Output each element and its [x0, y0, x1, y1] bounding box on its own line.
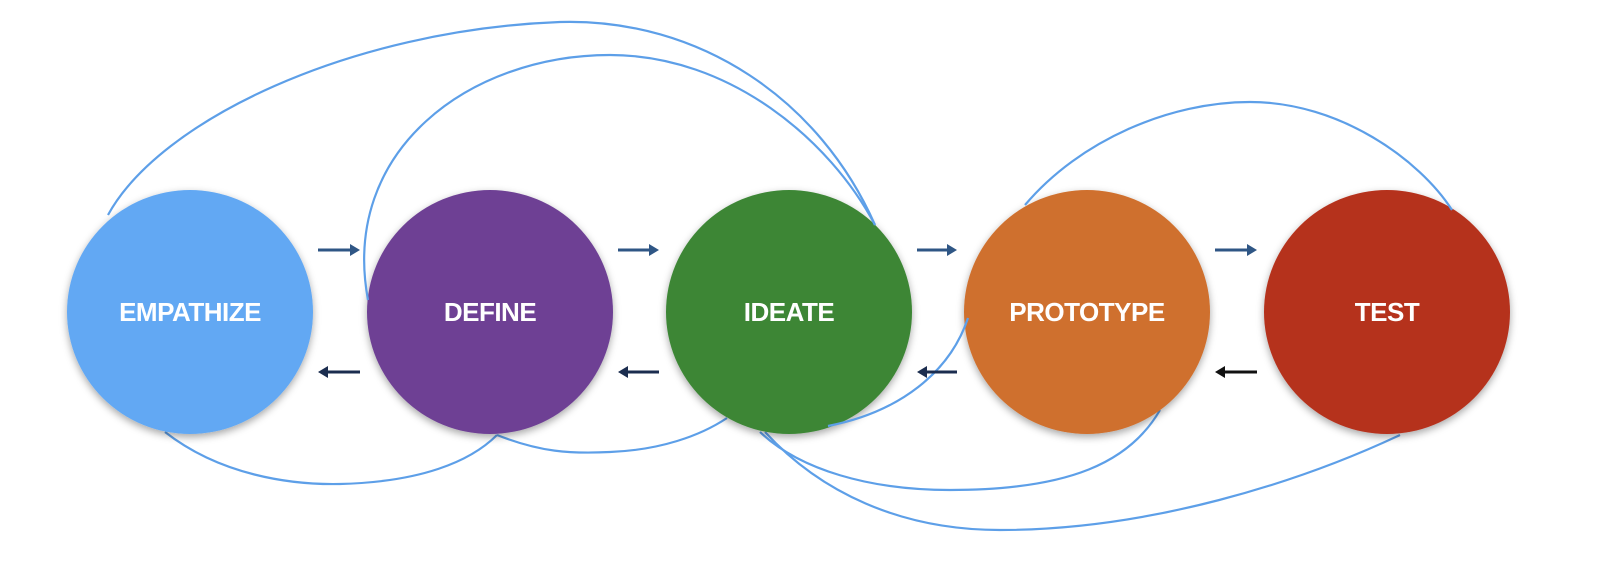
- stage-circle: [1264, 190, 1510, 434]
- loop-prototype-to-ideate: [759, 409, 1161, 492]
- loop-ideate-to-empathize: [107, 20, 877, 226]
- stage-label: IDEATE: [744, 297, 835, 327]
- stage-label: PROTOTYPE: [1009, 297, 1165, 327]
- arrowhead-icon: [1215, 366, 1225, 378]
- arrowhead-icon: [618, 366, 628, 378]
- loop-test-to-ideate: [764, 431, 1401, 532]
- stage-circle: [367, 190, 613, 434]
- stage-empathize: EMPATHIZE: [67, 190, 313, 434]
- arrowhead-icon: [350, 244, 360, 256]
- loop-test-to-prototype: [1024, 100, 1453, 211]
- arrowhead-icon: [1247, 244, 1257, 256]
- stage-label: DEFINE: [444, 297, 537, 327]
- stage-label: EMPATHIZE: [119, 297, 261, 327]
- stage-ideate: IDEATE: [666, 190, 912, 434]
- arrowhead-icon: [318, 366, 328, 378]
- arrowhead-icon: [947, 244, 957, 256]
- arrowhead-icon: [917, 366, 927, 378]
- loop-ideate-to-define: [496, 417, 728, 454]
- loop-ideate-to-define: [363, 53, 876, 301]
- loop-define-to-empathize: [164, 431, 498, 486]
- stage-circle: [964, 190, 1210, 434]
- loop-prototype-to-ideate: [827, 317, 970, 428]
- arrowhead-icon: [649, 244, 659, 256]
- stage-circle: [67, 190, 313, 434]
- stage-define: DEFINE: [367, 190, 613, 434]
- stage-prototype: PROTOTYPE: [964, 190, 1210, 434]
- stage-label: TEST: [1355, 297, 1420, 327]
- stage-test: TEST: [1264, 190, 1510, 434]
- stage-circle: [666, 190, 912, 434]
